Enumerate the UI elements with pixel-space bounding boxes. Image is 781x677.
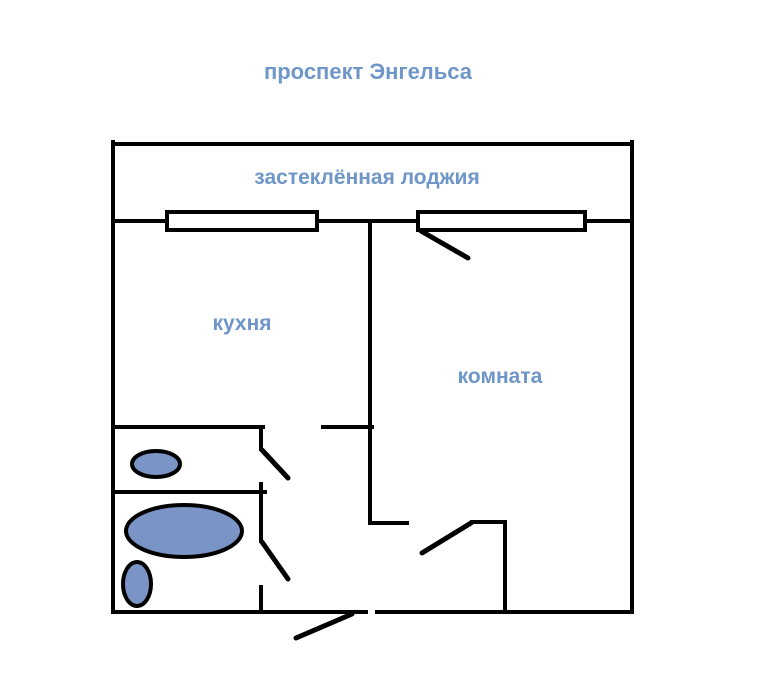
room-label: комната [458, 365, 543, 388]
windows-group [165, 210, 587, 232]
sink-oval [130, 449, 182, 479]
window-right [416, 210, 587, 232]
bathroom-walls [111, 490, 267, 614]
toilet-door-swing [259, 447, 291, 481]
loggia-label: застеклённая лоджия [254, 166, 479, 189]
room-door-wall [470, 520, 507, 614]
labels-group: застеклённая лоджия кухня комната [212, 166, 542, 388]
entrance-door-swing [293, 611, 355, 641]
door-swings-group [259, 228, 474, 641]
balcony-door-swing [418, 228, 471, 261]
page-title: проспект Энгельса [264, 59, 473, 84]
toilet-oval [121, 560, 153, 608]
fixtures-group [121, 449, 244, 608]
bathtub-oval [124, 503, 244, 559]
bathroom-door-swing [259, 539, 291, 582]
room-door-swing [419, 520, 474, 556]
window-left [165, 210, 319, 232]
kitchen-label: кухня [212, 312, 271, 335]
central-wall [368, 219, 409, 525]
